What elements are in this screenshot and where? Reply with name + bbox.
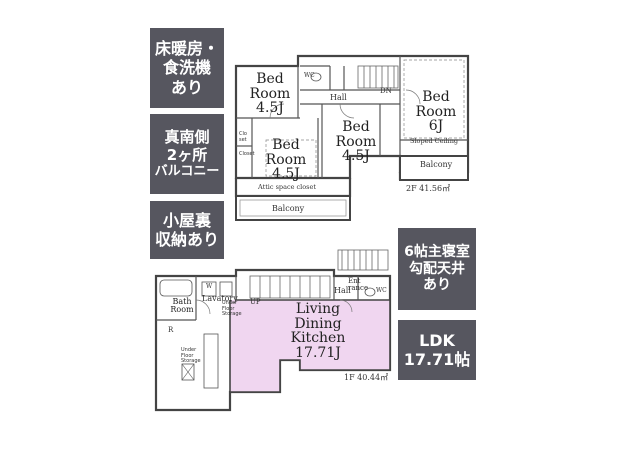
floor2-inner-walls <box>236 56 468 178</box>
floor1-area-label: 1F 40.44㎡ <box>344 373 389 382</box>
badge-line: 17.71帖 <box>403 350 471 369</box>
badge-line: あり <box>170 77 203 97</box>
stairs-2f <box>357 65 399 89</box>
balcony-right-label: Balcony <box>420 160 453 169</box>
badge-line: 収納あり <box>154 230 219 249</box>
room-text: Room <box>335 133 377 150</box>
room-text: 6J <box>428 118 444 135</box>
entrance-label: Ent rance <box>348 277 369 292</box>
badge-line: バルコニー <box>154 164 220 180</box>
w-label: W <box>206 283 213 290</box>
badge-master-bedroom: 6帖主寝室 勾配天井 あり <box>398 228 476 310</box>
room-text: Room <box>265 151 307 168</box>
stairs-1f <box>249 275 331 299</box>
room-text: 4.5J <box>256 100 284 117</box>
room-bed2-label: Bed Room 4.5J <box>262 138 310 182</box>
ldk-fill <box>230 300 390 392</box>
badge-line: 床暖房・ <box>154 39 219 59</box>
sloped-ceiling-label: Sloped Ceiling <box>410 137 459 145</box>
room-text: 4.5J <box>272 166 300 183</box>
ldk-label: Living Dining Kitchen 17.71J <box>278 302 358 361</box>
room-text: 17.71J <box>295 345 341 362</box>
badge-line: 小屋裏 <box>162 210 211 230</box>
badge-line: 勾配天井 <box>409 260 465 277</box>
bath-label: Bath Room <box>164 297 200 315</box>
room-text: Kitchen <box>290 330 346 347</box>
badge-south-balcony: 真南側 2ヶ所 バルコニー <box>150 114 224 194</box>
up-label: UP <box>250 298 261 306</box>
badge-line: 6帖主寝室 <box>404 243 470 260</box>
room-text: Bath <box>172 297 192 306</box>
badge-line: 真南側 <box>164 128 210 147</box>
room-text: 4.5J <box>342 148 370 165</box>
room-bed1-label: Bed Room 4.5J <box>246 72 294 116</box>
badge-line: LDK <box>419 330 455 350</box>
closet2-label: Closet <box>239 151 255 157</box>
badge-line: 食洗機 <box>162 58 211 78</box>
room-text: Bed <box>272 137 300 153</box>
badge-line: 2ヶ所 <box>166 146 208 165</box>
dn-label: DN <box>380 87 392 95</box>
badge-floor-heating: 床暖房・ 食洗機 あり <box>150 28 224 108</box>
badge-line: あり <box>423 277 451 294</box>
badge-ldk: LDK 17.71帖 <box>398 320 476 380</box>
floor2-area-label: 2F 41.56㎡ <box>406 184 451 193</box>
room-text: Room <box>249 85 291 102</box>
hall-2f-label: Hall <box>330 93 347 102</box>
under-floor-storage2-label: Under Floor Storage <box>181 347 201 364</box>
room-text: Room <box>170 305 194 315</box>
lavatory-label: Lavatory <box>202 294 238 303</box>
room-text: Dining <box>294 315 342 332</box>
room-text: Bed <box>422 89 450 105</box>
room-text: Living <box>295 301 341 317</box>
room-text: Room <box>415 103 457 120</box>
balcony-left-label: Balcony <box>272 204 305 213</box>
hall-1f-label: Hall <box>334 286 351 295</box>
attic-closet-label: Attic space closet <box>258 183 316 191</box>
badge-attic-storage: 小屋裏 収納あり <box>150 201 224 259</box>
closet1-label: Clo set <box>239 131 247 143</box>
r-label: R <box>168 326 174 334</box>
under-floor-storage1-label: Under Floor Storage <box>222 300 242 317</box>
room-bed4-label: Bed Room 6J <box>412 90 460 134</box>
room-text: Bed <box>342 119 370 135</box>
balcony-right-outline <box>399 155 469 181</box>
wc-1f-label: WC <box>376 287 387 294</box>
room-bed3-label: Bed Room 4.5J <box>332 120 380 164</box>
room-text: Bed <box>256 71 284 87</box>
wc-2f-label: WC <box>304 72 315 79</box>
